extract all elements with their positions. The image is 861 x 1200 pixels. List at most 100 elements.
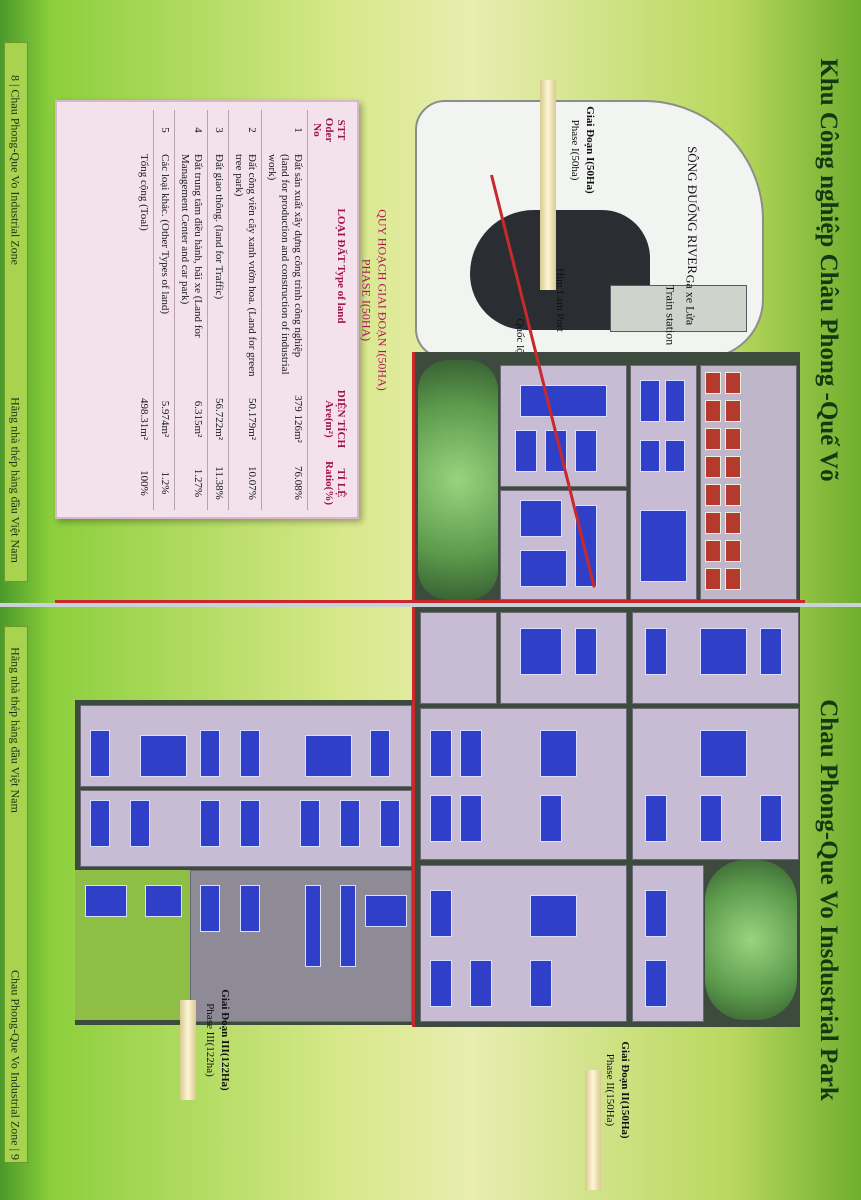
factory-building xyxy=(520,628,562,675)
row-area: 379 126m² xyxy=(292,394,304,443)
row-no: 1 xyxy=(292,126,304,133)
residential-building xyxy=(705,568,721,590)
factory-building xyxy=(470,960,492,1007)
factory-building xyxy=(645,960,667,1007)
right-slogan: Hãng nhà thép hàng đầu Việt Nam xyxy=(8,647,23,813)
factory-building xyxy=(240,800,260,847)
factory-building xyxy=(340,800,360,847)
factory-building xyxy=(575,430,597,472)
factory-building xyxy=(370,730,390,777)
factory-building xyxy=(90,800,110,847)
river-label: SÔNG ĐUỐNG RIVER xyxy=(685,146,700,274)
right-strip-bar xyxy=(4,626,28,1163)
phase-divider-line xyxy=(55,600,805,603)
factory-building xyxy=(640,440,660,472)
phase1-en-label: Phase I(50ha) xyxy=(569,119,581,181)
factory-building xyxy=(520,500,562,537)
row-ratio: 11.38% xyxy=(213,465,225,500)
factory-building xyxy=(665,440,685,472)
lot-block xyxy=(420,708,627,860)
row-type: Đất trung tâm điều hành, bãi xe (Land fo… xyxy=(179,153,204,338)
row-type: Tổng cộng (Toal) xyxy=(138,153,150,231)
residential-building xyxy=(705,428,721,450)
factory-building xyxy=(575,628,597,675)
factory-building xyxy=(760,628,782,675)
left-slogan: Hãng nhà thép hàng đầu Việt Nam xyxy=(8,397,23,563)
header-ratio: TỈ LỆ Ratio(%) xyxy=(323,460,347,505)
factory-building xyxy=(430,730,452,777)
factory-building xyxy=(520,385,607,417)
row-type: Đất công viên cây xanh vườn hoa. (Land f… xyxy=(233,153,258,377)
phase2-en-label: Phase II(150Ha) xyxy=(604,1053,616,1127)
residential-building xyxy=(705,456,721,478)
factory-building xyxy=(140,735,187,777)
residential-building xyxy=(725,512,741,534)
row-no xyxy=(147,110,153,150)
row-no: 4 xyxy=(192,126,204,133)
factory-building xyxy=(430,795,452,842)
phase1-marker xyxy=(540,80,556,290)
factory-building xyxy=(540,795,562,842)
row-type: Các loại khác. (Other Types of land) xyxy=(159,153,171,314)
green-park-phase2 xyxy=(705,860,797,1020)
factory-building xyxy=(530,895,577,937)
row-area: 6.315m² xyxy=(192,400,204,437)
factory-building xyxy=(540,730,577,777)
factory-building xyxy=(700,628,747,675)
row-type: Đất giao thông. (land for Traffic) xyxy=(213,153,225,299)
residential-building xyxy=(725,428,741,450)
left-page-label: 8 | Chau Phong-Que Vo Industrial Zone xyxy=(8,75,23,265)
residential-building xyxy=(705,400,721,422)
station-en-label: Train station xyxy=(663,284,678,346)
row-area: 56.722m² xyxy=(213,397,225,440)
factory-building xyxy=(515,430,537,472)
factory-building xyxy=(645,795,667,842)
factory-building xyxy=(240,730,260,777)
row-no: 2 xyxy=(246,126,258,133)
header-area: DIỆN TÍCH Are(m²) xyxy=(323,389,347,448)
factory-building xyxy=(380,800,400,847)
title-english: Chau Phong-Que Vo Insdustrial Park xyxy=(815,699,842,1101)
right-page-label: Chau Phong-Que Vo Industrial Zone | 9 xyxy=(8,970,23,1160)
left-strip-bar xyxy=(4,42,28,582)
factory-building xyxy=(305,735,352,777)
table-row: 3 Đất giao thông. (land for Traffic) 56.… xyxy=(208,109,229,510)
green-park-phase1 xyxy=(418,360,498,600)
row-area: 50.179m² xyxy=(246,397,258,440)
train-station-box xyxy=(610,285,747,332)
factory-building xyxy=(700,795,722,842)
factory-building xyxy=(645,890,667,937)
factory-building xyxy=(430,890,452,937)
phase1-vn-label: Giai Đoạn I(50Ha) xyxy=(584,106,596,194)
residential-building xyxy=(725,540,741,562)
plan-title-line2: PHASE I(50HA) xyxy=(359,258,374,342)
factory-building xyxy=(460,730,482,777)
header-type: LOẠI ĐẤT Type of land xyxy=(335,208,347,323)
factory-building xyxy=(365,895,407,927)
phase2-marker xyxy=(585,1070,601,1190)
residential-building xyxy=(705,372,721,394)
factory-building xyxy=(130,800,150,847)
factory-building xyxy=(460,795,482,842)
factory-building xyxy=(200,730,220,777)
station-vn-label: Ga xe Lửa xyxy=(683,274,698,326)
row-no: 3 xyxy=(213,126,225,133)
residential-building xyxy=(725,484,741,506)
factory-building xyxy=(640,510,687,582)
row-area: 5.974m² xyxy=(159,400,171,437)
row-ratio: 76.08% xyxy=(292,465,304,500)
factory-building xyxy=(305,885,321,967)
residential-building xyxy=(725,456,741,478)
lot-block xyxy=(420,865,627,1022)
land-use-table: STT Oder No LOẠI ĐẤT Type of land DIỆN T… xyxy=(55,100,359,519)
title-vietnamese: Khu Công nghiệp Châu Phong -Quế Võ xyxy=(815,58,842,482)
residential-building xyxy=(725,372,741,394)
row-ratio: 100% xyxy=(138,469,150,496)
factory-building xyxy=(300,800,320,847)
table-row: 1 Đất sản xuất xây dựng công trình công … xyxy=(262,109,308,510)
factory-building xyxy=(200,800,220,847)
row-no: 5 xyxy=(159,126,171,133)
factory-building xyxy=(530,960,552,1007)
residential-building xyxy=(705,540,721,562)
